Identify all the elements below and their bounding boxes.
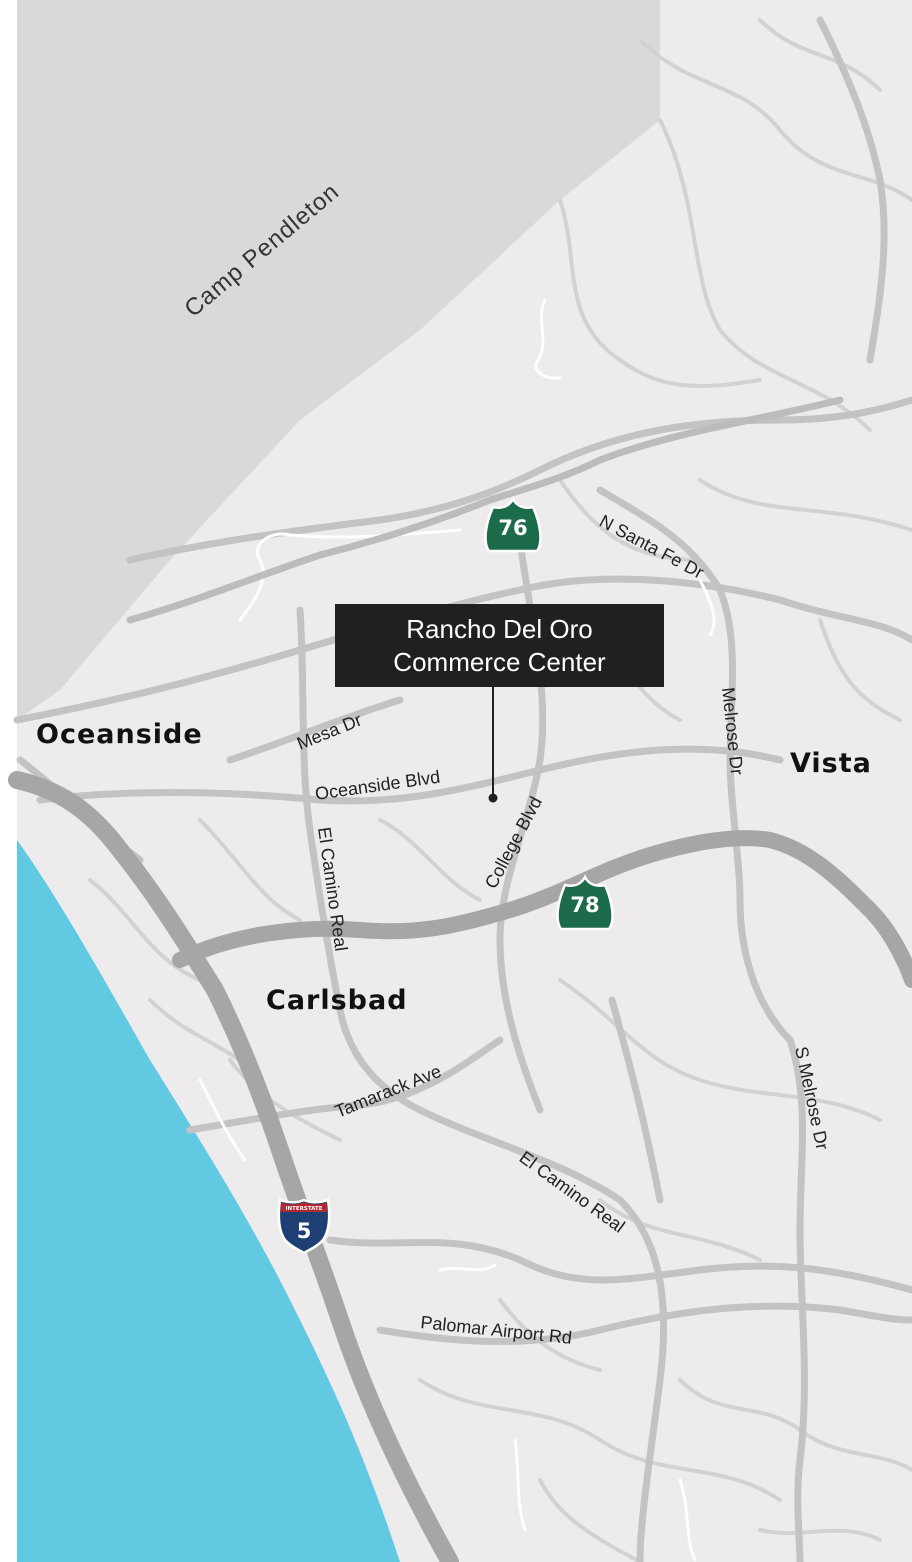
route-78-shield[interactable]: 78 [556,874,614,931]
camp-pendleton-area [17,0,660,720]
location-callout[interactable]: Rancho Del Oro Commerce Center [335,604,664,687]
interstate-banner [281,1202,327,1212]
state-route-shield-icon [556,874,614,931]
route-78-number: 78 [570,893,599,917]
callout-line-2: Commerce Center [393,646,606,677]
interstate-banner-text: INTERSTATE [285,1206,322,1212]
interstate-5-number: 5 [297,1219,312,1243]
minor-roads [88,18,912,1562]
route-76-number: 76 [498,516,527,540]
interstate-5-shield[interactable]: INTERSTATE 5 [277,1198,331,1255]
city-label-carlsbad: Carlsbad [266,985,408,1016]
location-pin-dot[interactable] [488,793,498,803]
callout-line-1: Rancho Del Oro [406,613,593,644]
route-76-road [126,396,844,624]
city-label-vista: Vista [790,748,872,779]
state-route-shield-icon [484,496,542,553]
route-78-road [172,830,912,988]
city-label-oceanside: Oceanside [36,719,203,750]
ocean-area [17,840,400,1562]
interstate-shield-icon [277,1198,331,1255]
route-76-shield[interactable]: 76 [484,496,542,553]
interstate-5-road [8,771,459,1562]
freeways [8,396,912,1562]
arterial-roads [13,16,912,1562]
